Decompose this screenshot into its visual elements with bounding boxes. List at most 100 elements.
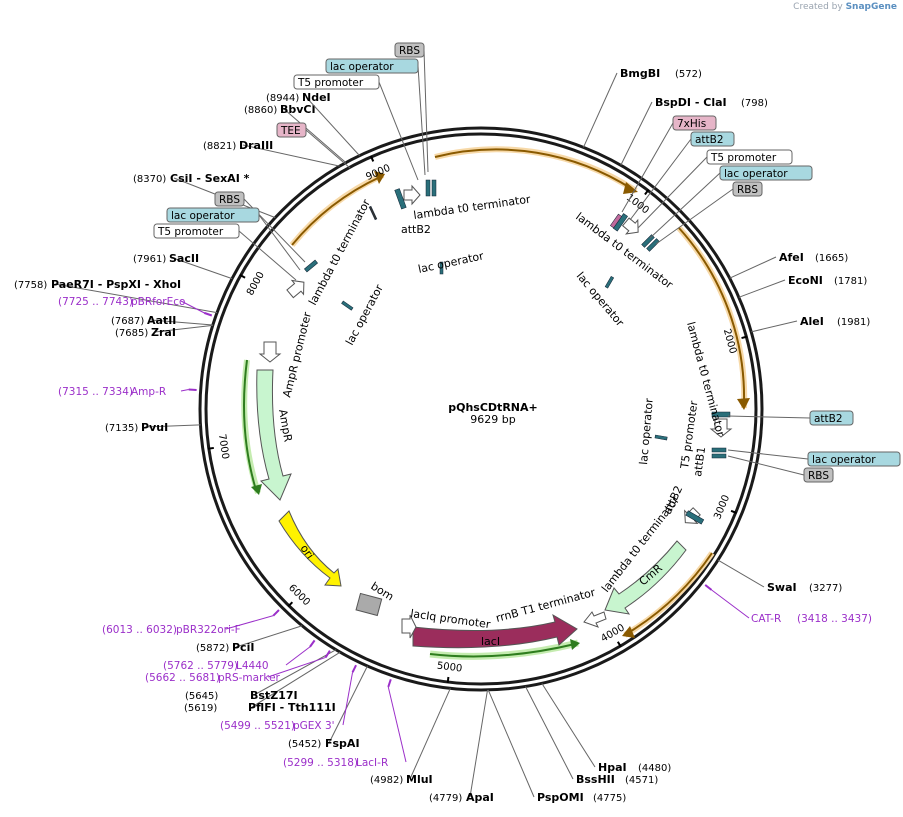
primer-range-cat-r: (3418 .. 3437) — [797, 613, 872, 625]
box-leader-rbs-top — [423, 49, 429, 173]
orf-arrow-lowright-head — [622, 626, 635, 638]
enzyme-name-swai: SwaI — [767, 581, 797, 594]
enzyme-pos-pvui: (7135) — [105, 423, 138, 434]
box-label-lacop-top: lac operator — [330, 61, 394, 73]
enzyme-leader-zrai — [154, 324, 213, 333]
enzyme-pos-fspai: (5452) — [288, 739, 321, 750]
enzyme-pos-bbvci: (8860) — [244, 105, 277, 116]
lac-operator-block-right2 — [654, 434, 668, 441]
primer-name-amp-r: Amp-R — [131, 386, 166, 398]
plasmid-size: 9629 bp — [470, 413, 515, 426]
orf-arrows — [241, 146, 750, 660]
label-attb1: attB1 — [691, 446, 708, 477]
attb2-block-top — [394, 188, 407, 210]
enzyme-name-pcii: PciI — [232, 641, 254, 654]
tick-label-4000: 4000 — [599, 622, 627, 644]
enzyme-leader-fspai — [328, 665, 368, 744]
enzyme-name-aatii: AatII — [147, 314, 176, 327]
ampr-orf-arrow-line — [243, 359, 257, 491]
ampr-arrow — [256, 369, 292, 501]
enzyme-name-bbvci: BbvCI — [280, 103, 316, 116]
backbone-inner — [204, 132, 758, 686]
block-r1-cluster — [641, 234, 655, 248]
enzyme-leader-draiii — [242, 144, 340, 167]
box-label-rbs-r1: RBS — [737, 184, 758, 196]
box-rbs-l — [214, 191, 245, 207]
enzyme-pos-ndei: (8944) — [266, 93, 299, 104]
tick-label-3000: 3000 — [712, 493, 732, 521]
orf-arrow-left-head — [374, 171, 385, 184]
enzyme-leader-bsshii — [525, 686, 574, 780]
enzyme-name-alei: AleI — [800, 315, 824, 328]
tick-6000 — [287, 601, 294, 608]
tick-1000 — [644, 189, 650, 196]
primer-range-laci-r: (5299 .. 5318) — [283, 757, 358, 769]
enzyme-leader-mlui — [409, 688, 451, 780]
block-right-cluster — [711, 447, 727, 453]
enzyme-pos-afei: (1665) — [815, 253, 848, 264]
enzyme-pos-apai: (4779) — [429, 793, 462, 804]
enzyme-pos-zrai: (7685) — [115, 328, 148, 339]
primer-mark-pgex3 — [351, 664, 357, 673]
enzyme-name-bstz17i: BstZ17I — [250, 689, 298, 702]
snapgene-credit: Created by SnapGene — [793, 2, 897, 12]
box-leader-tee — [305, 129, 351, 169]
enzyme-pos-pcii: (5872) — [196, 643, 229, 654]
lac-operator-block-right — [604, 275, 615, 289]
box-rbs-r1 — [732, 181, 763, 197]
block-left-cluster2 — [368, 205, 378, 221]
tee-block-r1 — [609, 213, 623, 229]
tick-label-1000: 1000 — [624, 192, 651, 216]
enzyme-name-fspai: FspAI — [325, 737, 360, 750]
laci-orf-arrow-line — [429, 643, 576, 658]
enzyme-pos-swai: (3277) — [809, 583, 842, 594]
enzyme-leader-alei — [751, 320, 798, 333]
enzyme-pos-alei: (1981) — [837, 317, 870, 328]
orf-arrow-right-head — [737, 398, 750, 410]
enzyme-name-bmgbi: BmgBI — [620, 67, 660, 80]
enzyme-name-afei: AfeI — [779, 251, 804, 264]
block-top-cluster — [425, 179, 431, 197]
primer-range-prs-marker: (5662 .. 5681) — [145, 672, 220, 684]
box-tee — [276, 122, 307, 138]
enzyme-leader-swai — [717, 559, 765, 588]
enzyme-leader-pvui — [144, 424, 201, 428]
primer-leader-prs-marker — [267, 656, 326, 678]
laciq-promoter-arrow — [401, 614, 417, 639]
box-label-t5-r1: T5 promoter — [710, 152, 777, 164]
lac-operator-block-top — [439, 261, 444, 275]
tick-3000 — [730, 509, 737, 515]
primer-labels: (3418 .. 3437)CAT-R(5299 .. 5318)LacI-R(… — [58, 296, 872, 769]
primer-name-l4440: L4440 — [236, 660, 269, 672]
enzyme-name-hpai: HpaI — [598, 761, 627, 774]
orf-arrow-left-line — [291, 176, 381, 246]
box-lacop-r2 — [807, 451, 901, 467]
primer-name-cat-r: CAT-R — [751, 613, 781, 625]
tick-5000 — [446, 676, 450, 684]
plasmid-name: pQhsCDtRNA+ — [448, 401, 537, 414]
bom-feature — [355, 592, 383, 617]
enzyme-name-mlui: MluI — [406, 773, 433, 786]
orf-arrow-top-line — [434, 148, 633, 190]
enzyme-leader-econi — [738, 279, 786, 298]
label-lambda-left: lambda t0 terminator — [306, 197, 373, 308]
box-leader-lacop-r2 — [727, 449, 809, 460]
box-leader-rbs-r1 — [655, 188, 734, 245]
laci-arrow — [412, 613, 578, 649]
enzyme-leader-aatii — [150, 319, 213, 326]
box-leader-t5-top — [378, 81, 419, 181]
enzyme-leader-sacii — [172, 257, 233, 280]
orf-arrow-lowright-line — [627, 552, 713, 634]
box-leader-rbs-r2 — [727, 455, 805, 476]
primer-leader-pgex3 — [342, 672, 354, 726]
primer-mark-l4440 — [309, 639, 316, 648]
enzyme-pos-csii-sexai: (8370) — [133, 174, 166, 185]
enzyme-pos-paer7i: (7758) — [14, 280, 47, 291]
enzyme-name-econi: EcoNI — [788, 274, 823, 287]
laci-orf-arrow-head — [570, 639, 580, 650]
box-label-rbs-top: RBS — [399, 45, 420, 57]
box-label-attb2-r2: attB2 — [814, 413, 843, 425]
enzyme-leader-afei — [729, 256, 777, 279]
enzyme-leader-ndei — [305, 96, 360, 156]
